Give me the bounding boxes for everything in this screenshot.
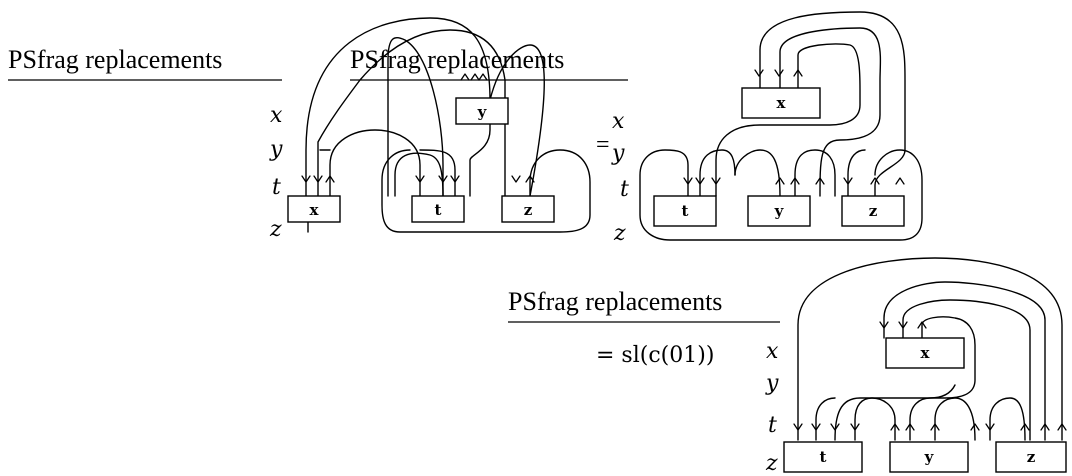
box-z: z <box>995 441 1067 473</box>
psfrag-label-2: PSfrag replacements <box>350 45 628 81</box>
box-label: t <box>435 201 442 219</box>
var-x: x <box>270 103 283 128</box>
box-label: z <box>524 201 533 219</box>
box-x: x <box>287 195 341 223</box>
box-label: z <box>1027 448 1036 466</box>
psfrag-text: PSfrag replacements <box>350 45 564 74</box>
box-label: x <box>310 201 320 219</box>
var-t: t <box>272 175 281 200</box>
box-t: t <box>653 195 717 227</box>
box-label: t <box>820 448 827 466</box>
var-x: x <box>766 339 779 364</box>
psfrag-text: PSfrag replacements <box>8 45 222 74</box>
box-label: x <box>921 344 931 362</box>
variable-labels-3: x y t z <box>765 339 779 476</box>
psfrag-label-1: PSfrag replacements <box>8 45 282 81</box>
box-label: y <box>774 202 785 220</box>
equals-sign: = <box>596 132 610 158</box>
box-label: z <box>869 202 878 220</box>
diagram-1: x t z y <box>287 17 591 233</box>
box-x: x <box>741 87 821 119</box>
diagram-2: x t y z <box>639 11 923 241</box>
box-z: z <box>841 195 905 227</box>
var-z: z <box>765 451 778 476</box>
var-y: y <box>765 371 779 396</box>
box-y: y <box>747 195 811 227</box>
box-label: x <box>777 94 787 112</box>
box-y: y <box>889 441 969 473</box>
box-t: t <box>411 195 465 223</box>
psfrag-label-3: PSfrag replacements <box>508 287 780 323</box>
variable-labels-1: x y t z <box>269 103 283 242</box>
formula-label: = sl(c(01)) <box>596 343 714 368</box>
box-t: t <box>783 441 863 473</box>
box-y: y <box>455 97 509 125</box>
var-y: y <box>269 137 283 162</box>
box-z: z <box>501 195 555 223</box>
diagram-3: x t y z <box>783 257 1067 473</box>
var-t: t <box>620 177 629 202</box>
box-x: x <box>885 337 965 369</box>
box-label: t <box>682 202 689 220</box>
var-t: t <box>768 413 777 438</box>
box-label: y <box>477 103 488 121</box>
box-label: y <box>924 448 935 466</box>
var-x: x <box>612 109 625 134</box>
var-z: z <box>613 221 626 246</box>
variable-labels-2: x y t z <box>611 109 629 246</box>
var-y: y <box>611 141 625 166</box>
psfrag-text: PSfrag replacements <box>508 287 722 316</box>
var-z: z <box>269 217 282 242</box>
